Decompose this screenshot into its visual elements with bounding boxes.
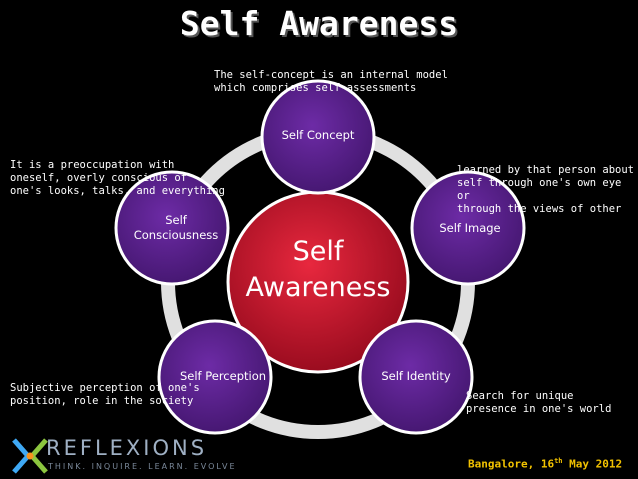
note-self-concept: The self-concept is an internal model wh… [214,69,448,94]
node-self-concept [260,79,376,195]
label-self-perception: Self Perception [179,369,267,383]
node-self-perception [157,319,273,435]
label-self-concept: Self Concept [281,128,355,142]
node-self-image [410,170,526,286]
footer-place: Bangalore, 16 [468,457,555,471]
logo-wordmark: REFLEXIONS [46,436,208,460]
note-self-image: learned by that person about self throug… [457,164,635,215]
label-self-identity: Self Identity [381,369,451,383]
footer-rest: May 2012 [562,457,623,471]
center-label-line2: Awareness [245,272,391,303]
logo-tagline: THINK. INQUIRE. LEARN. EVOLVE [48,462,237,471]
center-label-line1: Self [292,236,344,267]
label-self-consciousness-2: Consciousness [133,228,219,242]
node-self-consciousness [114,170,230,286]
label-self-consciousness-1: Self [165,213,187,227]
note-self-identity: Search for unique presence in one's worl… [466,390,612,415]
footer-date: Bangalore, 16th May 2012 [468,457,622,471]
note-self-perception: Subjective perception of one's position,… [10,382,200,407]
reflexions-logo-icon [12,438,48,474]
note-self-consciousness: It is a preoccupation with oneself, over… [10,159,225,197]
label-self-image: Self Image [439,221,501,235]
slide-title: Self Awareness [179,4,459,43]
footer-ordinal: th [554,457,563,465]
node-self-identity [358,319,474,435]
